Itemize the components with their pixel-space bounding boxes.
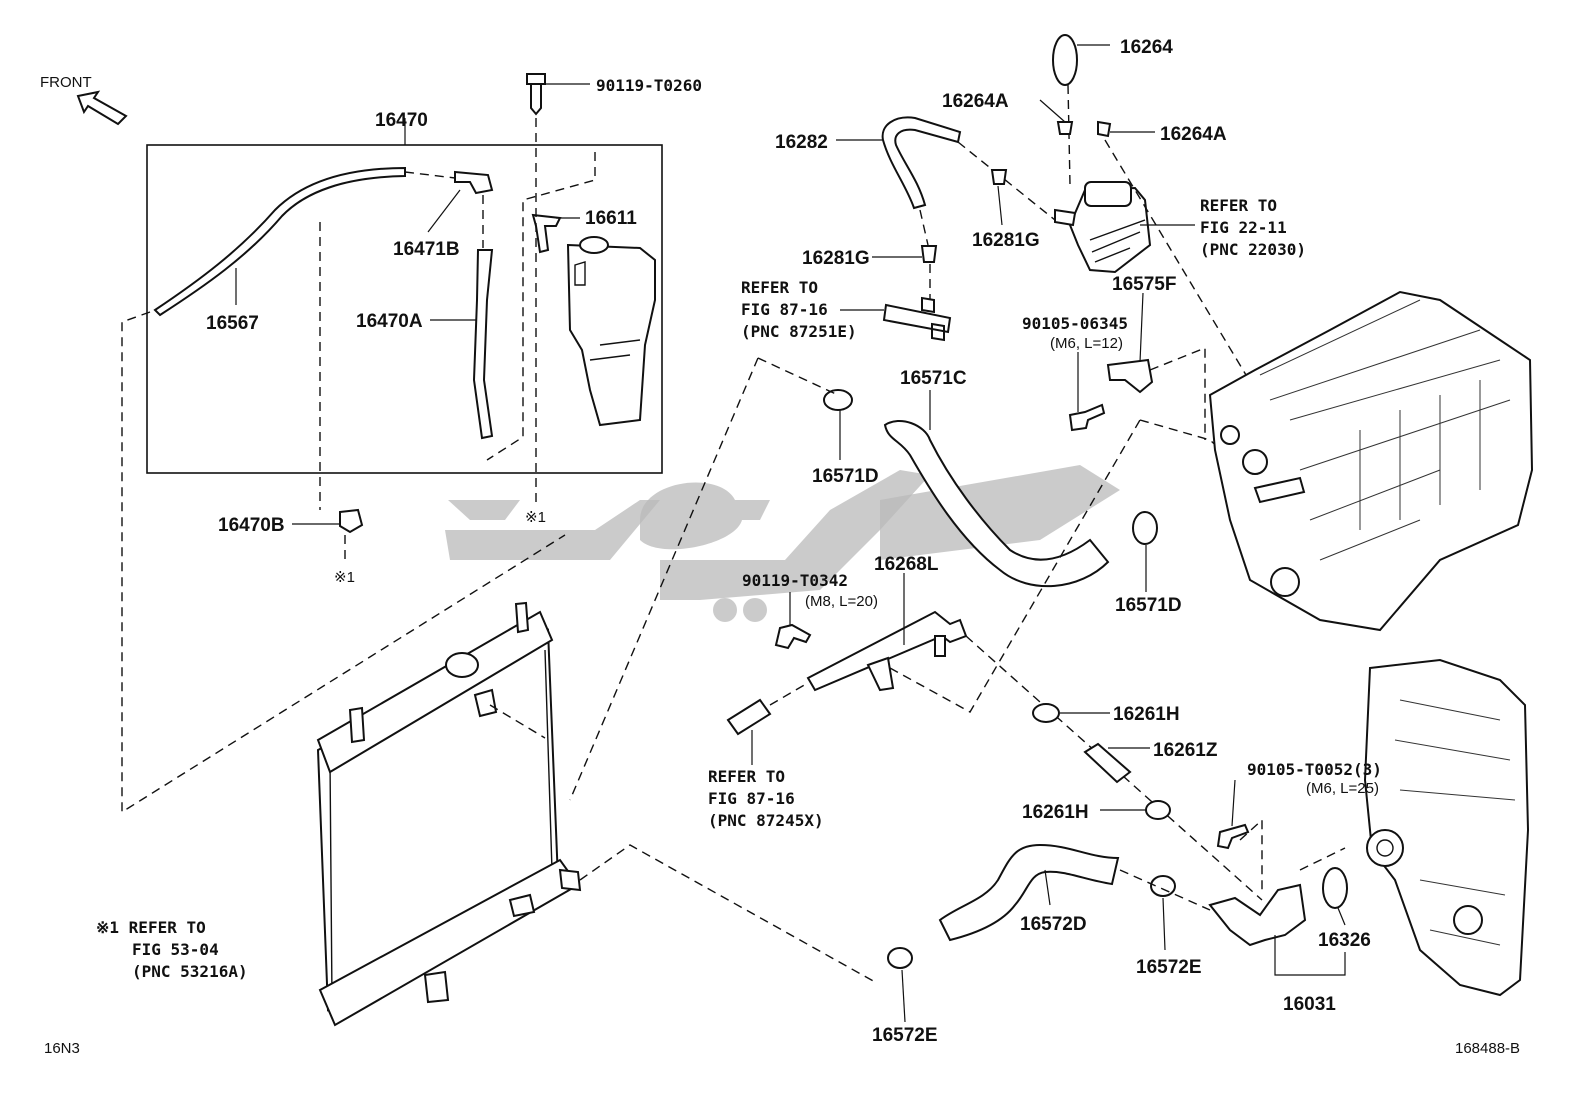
label-90105-T0052-spec: (M6, L=25)	[1306, 780, 1379, 797]
ref-line: FIG 22-11	[1200, 218, 1287, 237]
label-90105-06345-spec: (M6, L=12)	[1050, 335, 1123, 352]
label-16470A: 16470A	[356, 311, 423, 332]
label-16572E-right: 16572E	[1136, 957, 1202, 978]
label-16471B: 16471B	[393, 239, 460, 260]
label-16261H-bottom: 16261H	[1022, 802, 1089, 823]
label-90119-T0342: 90119-T0342	[742, 571, 848, 590]
footer-left-code: 16N3	[44, 1040, 80, 1057]
leader-lines	[235, 44, 1346, 1023]
label-16571C: 16571C	[900, 368, 967, 389]
label-16281G-left: 16281G	[802, 248, 870, 269]
label-16470B: 16470B	[218, 515, 285, 536]
label-90105-T0052: 90105-T0052(3)	[1247, 760, 1382, 779]
label-16567: 16567	[206, 313, 259, 334]
mark-1-label-b: ※1	[334, 569, 355, 586]
label-16326: 16326	[1318, 930, 1371, 951]
front-indicator: FRONT	[40, 74, 128, 126]
bolt-90105-06345	[1068, 403, 1106, 432]
engine-block	[1208, 290, 1534, 632]
label-16572E-left: 16572E	[872, 1025, 938, 1046]
front-arrow-icon	[76, 90, 128, 126]
label-16575F: 16575F	[1112, 274, 1176, 295]
label-16282: 16282	[775, 132, 828, 153]
ref-line: (PNC 87245X)	[708, 811, 824, 830]
clamp-16572E-right	[1150, 875, 1176, 897]
label-16470: 16470	[375, 110, 428, 131]
clamp-16261H-top	[1032, 703, 1060, 723]
gasket-16326	[1322, 867, 1348, 909]
ref-line: (PNC 87251E)	[741, 322, 857, 341]
clamp-16572E-left	[887, 947, 913, 969]
label-16031: 16031	[1283, 994, 1336, 1015]
label-16611: 16611	[585, 208, 637, 229]
label-16264: 16264	[1120, 37, 1173, 58]
label-16261H-top: 16261H	[1113, 704, 1180, 725]
clip-16470B	[339, 508, 364, 534]
water-pipe-16268L	[806, 610, 968, 692]
air-inlet-cap-16264	[1052, 34, 1078, 86]
ref-line: FIG 53-04	[132, 940, 219, 959]
footer-right-code: 168488-B	[1455, 1040, 1520, 1057]
refer-fig-53-04: ※1 REFER TO FIG 53-04 (PNC 53216A)	[96, 918, 248, 981]
refer-fig-87-16-a: REFER TO FIG 87-16 (PNC 87251E)	[741, 278, 857, 341]
front-label: FRONT	[40, 74, 92, 91]
tee-joint-87251E	[882, 296, 952, 342]
water-inlet-housing	[1208, 883, 1307, 947]
ref-line: REFER TO	[741, 278, 818, 297]
label-16268L: 16268L	[874, 554, 939, 575]
radiator	[316, 601, 582, 1027]
radiator-cap	[445, 652, 479, 678]
label-16571D-left: 16571D	[812, 466, 879, 487]
clamp-16264A-left	[1056, 121, 1074, 135]
ref-line: FIG 87-16	[708, 789, 795, 808]
ref-line: ※1 REFER TO	[96, 918, 206, 937]
label-16571D-right: 16571D	[1115, 595, 1182, 616]
reservoir-bracket	[531, 213, 562, 254]
clamp-16571D-top	[823, 389, 853, 411]
overflow-hose	[153, 166, 406, 317]
ref-line: FIG 87-16	[741, 300, 828, 319]
timing-cover	[1363, 658, 1530, 997]
ref-line: REFER TO	[708, 767, 785, 786]
bolt-90119-T0260	[526, 73, 546, 116]
clamp-16264A-right	[1097, 120, 1112, 138]
hose-16572D	[938, 843, 1120, 942]
label-16572D: 16572D	[1020, 914, 1087, 935]
bolt-90105-T0052	[1216, 823, 1250, 850]
hose-16571C	[883, 420, 1110, 588]
reservoir-tank	[566, 243, 656, 427]
label-16264A-left: 16264A	[942, 91, 1009, 112]
reservoir-hose-16470A	[472, 249, 494, 440]
reservoir-cap	[579, 236, 609, 254]
refer-fig-22-11: REFER TO FIG 22-11 (PNC 22030)	[1200, 196, 1306, 259]
clamp-16281G-right	[990, 169, 1008, 185]
label-16261Z: 16261Z	[1153, 740, 1218, 761]
refer-fig-87-16-b: REFER TO FIG 87-16 (PNC 87245X)	[708, 767, 824, 830]
label-16264A-right: 16264A	[1160, 124, 1227, 145]
watermark-logo	[445, 465, 1120, 622]
hose-16282	[881, 116, 962, 210]
throttle-body	[1054, 181, 1152, 274]
label-90105-06345: 90105-06345	[1022, 314, 1128, 333]
ref-line: REFER TO	[1200, 196, 1277, 215]
label-90119-T0260: 90119-T0260	[596, 76, 702, 95]
hose-clamp-16471B	[454, 170, 494, 195]
hose-16261Z	[1083, 742, 1132, 784]
clamp-16281G-left	[920, 245, 938, 263]
sleeve-87245X	[726, 698, 772, 736]
bolt-90119-T0342	[774, 623, 812, 650]
clamp-16261H-bottom	[1145, 800, 1171, 820]
label-90119-T0342-spec: (M8, L=20)	[805, 593, 878, 610]
clamp-16571D-bottom	[1132, 511, 1158, 545]
ref-line: (PNC 22030)	[1200, 240, 1306, 259]
label-16281G-right: 16281G	[972, 230, 1040, 251]
bracket-16575F	[1106, 358, 1154, 394]
mark-1-label: ※1	[525, 509, 546, 526]
ref-line: (PNC 53216A)	[132, 962, 248, 981]
